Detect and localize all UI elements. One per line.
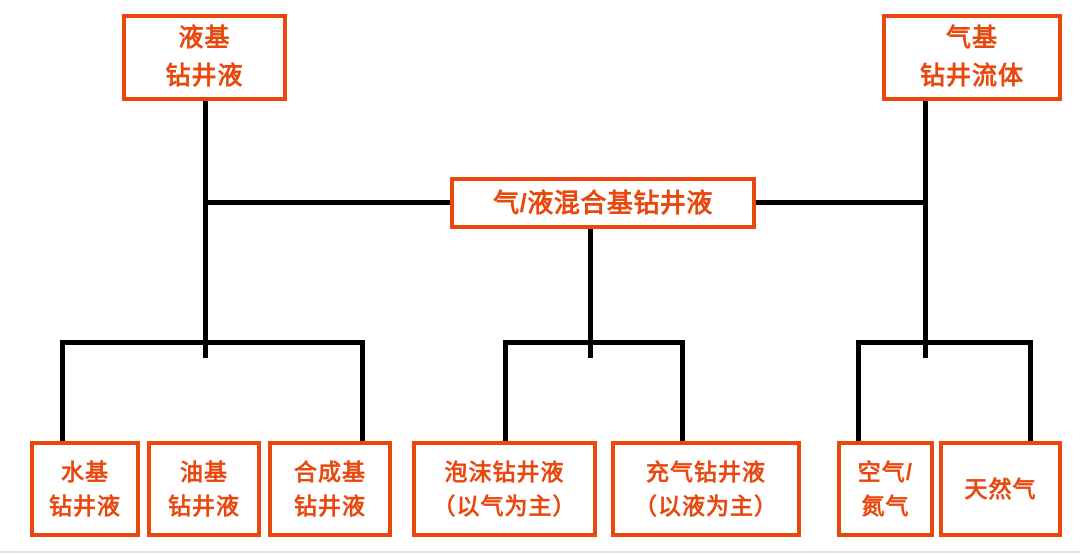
node-water-base-drilling-fluid: 水基 钻井液 <box>30 441 140 537</box>
connector-drop-water-base <box>60 340 65 443</box>
connector-drop-aerated <box>680 340 685 443</box>
connector-bracket-middle <box>503 340 685 345</box>
node-liquid-base-drilling-fluid: 液基 钻井液 <box>122 14 287 101</box>
connector-vertical-mixed-base <box>588 226 593 358</box>
node-gas-base-label: 气基 钻井流体 <box>919 24 1024 90</box>
node-aerated-drilling-fluid: 充气钻井液 （以液为主） <box>611 441 801 537</box>
connector-drop-air-nitrogen <box>856 340 861 443</box>
connector-drop-foam <box>503 340 508 443</box>
connector-drop-natural-gas <box>1028 340 1033 443</box>
node-water-base-label: 水基 钻井液 <box>49 458 121 520</box>
bottom-edge-divider <box>0 551 1080 553</box>
node-natural-gas: 天然气 <box>939 441 1062 537</box>
connector-drop-synthetic-base <box>360 340 365 443</box>
node-gas-liquid-mixed-label: 气/液混合基钻井液 <box>493 187 713 218</box>
node-synthetic-base-label: 合成基 钻井液 <box>294 458 366 520</box>
node-synthetic-base-drilling-fluid: 合成基 钻井液 <box>268 441 392 537</box>
node-oil-base-label: 油基 钻井液 <box>168 458 240 520</box>
node-gas-liquid-mixed-base-drilling-fluid: 气/液混合基钻井液 <box>450 177 756 229</box>
node-aerated-label: 充气钻井液 （以液为主） <box>634 458 778 520</box>
connector-vertical-liquid-base <box>203 100 208 358</box>
connector-bracket-left <box>60 340 365 345</box>
node-natural-gas-label: 天然气 <box>964 475 1037 502</box>
node-liquid-base-label: 液基 钻井液 <box>165 24 244 90</box>
node-gas-base-drilling-fluid: 气基 钻井流体 <box>882 14 1062 101</box>
node-air-nitrogen: 空气/ 氮气 <box>837 441 934 537</box>
node-foam-drilling-fluid: 泡沫钻井液 （以气为主） <box>412 441 597 537</box>
node-foam-label: 泡沫钻井液 （以气为主） <box>432 458 577 520</box>
node-oil-base-drilling-fluid: 油基 钻井液 <box>147 441 261 537</box>
connector-bracket-right <box>856 340 1033 345</box>
node-air-nitrogen-label: 空气/ 氮气 <box>857 458 914 520</box>
connector-vertical-gas-base <box>923 100 928 358</box>
